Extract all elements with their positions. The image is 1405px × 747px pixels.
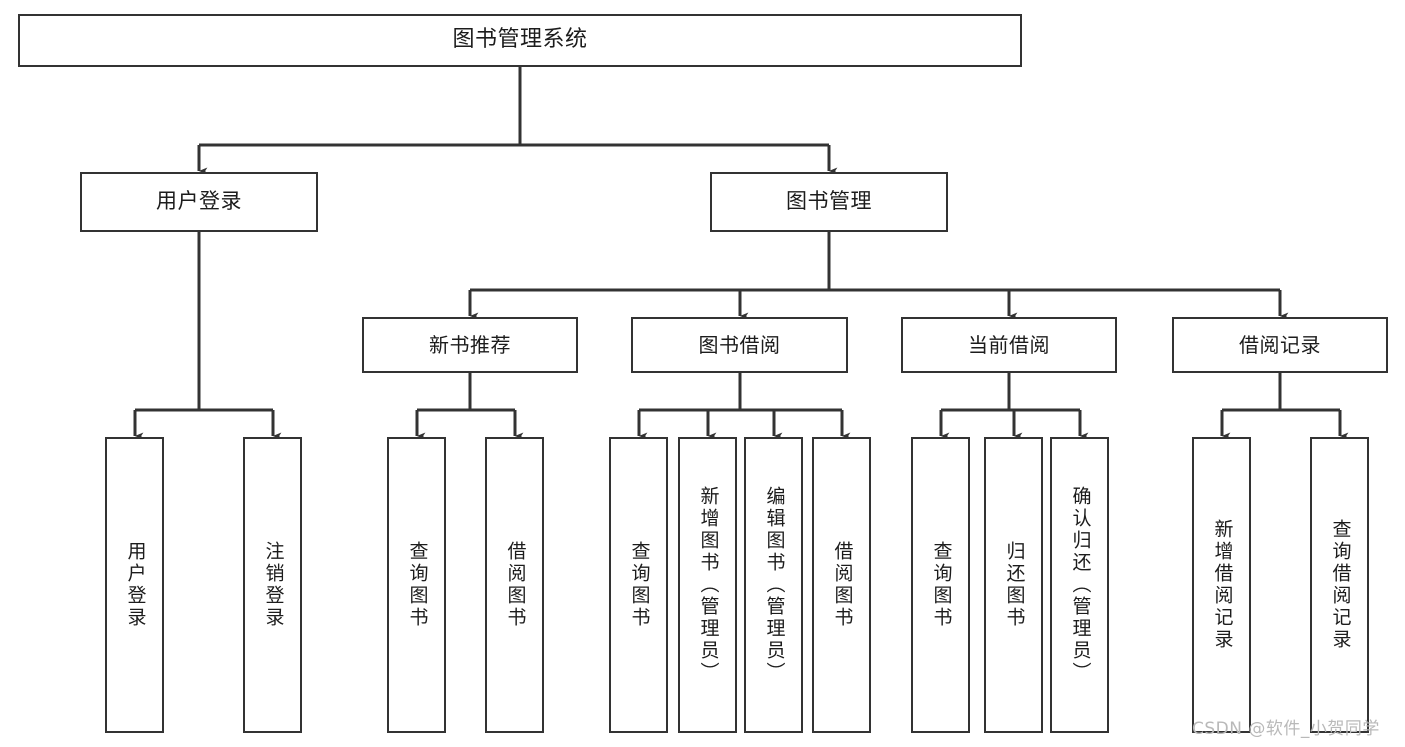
node-label: 用户登录 (124, 541, 147, 629)
csdn-watermark: CSDN @软件_小贺同学 (1192, 719, 1380, 739)
node-label: 图书管理系统 (452, 27, 588, 53)
node-label: 编辑图书（管理员） (763, 486, 786, 684)
node-label: 借阅图书 (831, 541, 854, 629)
node-l-login[interactable]: 用户登录 (105, 437, 164, 733)
node-current[interactable]: 当前借阅 (901, 317, 1117, 373)
node-root[interactable]: 图书管理系统 (18, 14, 1022, 67)
node-label: 图书管理 (786, 189, 872, 214)
node-records[interactable]: 借阅记录 (1172, 317, 1388, 373)
node-label: 新增图书（管理员） (697, 486, 720, 684)
node-l-query2[interactable]: 查询图书 (609, 437, 668, 733)
node-label: 确认归还（管理员） (1069, 486, 1092, 684)
node-label: 用户登录 (156, 189, 242, 214)
node-l-confirm[interactable]: 确认归还（管理员） (1050, 437, 1109, 733)
node-l-return[interactable]: 归还图书 (984, 437, 1043, 733)
node-label: 注销登录 (262, 541, 285, 629)
node-label: 查询图书 (628, 541, 651, 629)
node-l-query3[interactable]: 查询图书 (911, 437, 970, 733)
node-l-query1[interactable]: 查询图书 (387, 437, 446, 733)
node-bookmgmt[interactable]: 图书管理 (710, 172, 948, 232)
node-l-queryrec[interactable]: 查询借阅记录 (1310, 437, 1369, 733)
node-label: 借阅图书 (504, 541, 527, 629)
node-l-add[interactable]: 新增图书（管理员） (678, 437, 737, 733)
node-label: 借阅记录 (1239, 332, 1321, 357)
node-label: 新增借阅记录 (1211, 519, 1234, 651)
node-label: 归还图书 (1003, 541, 1026, 629)
node-label: 新书推荐 (429, 332, 511, 357)
node-l-edit[interactable]: 编辑图书（管理员） (744, 437, 803, 733)
node-l-borrow1[interactable]: 借阅图书 (485, 437, 544, 733)
node-l-borrow2[interactable]: 借阅图书 (812, 437, 871, 733)
node-newbook[interactable]: 新书推荐 (362, 317, 578, 373)
node-label: 查询图书 (930, 541, 953, 629)
node-label: 图书借阅 (698, 332, 781, 357)
node-label: 当前借阅 (968, 332, 1050, 357)
node-label: 查询图书 (406, 541, 429, 629)
node-label: 查询借阅记录 (1329, 519, 1352, 651)
node-l-addrec[interactable]: 新增借阅记录 (1192, 437, 1251, 733)
node-borrow[interactable]: 图书借阅 (631, 317, 848, 373)
node-l-logout[interactable]: 注销登录 (243, 437, 302, 733)
node-login[interactable]: 用户登录 (80, 172, 318, 232)
